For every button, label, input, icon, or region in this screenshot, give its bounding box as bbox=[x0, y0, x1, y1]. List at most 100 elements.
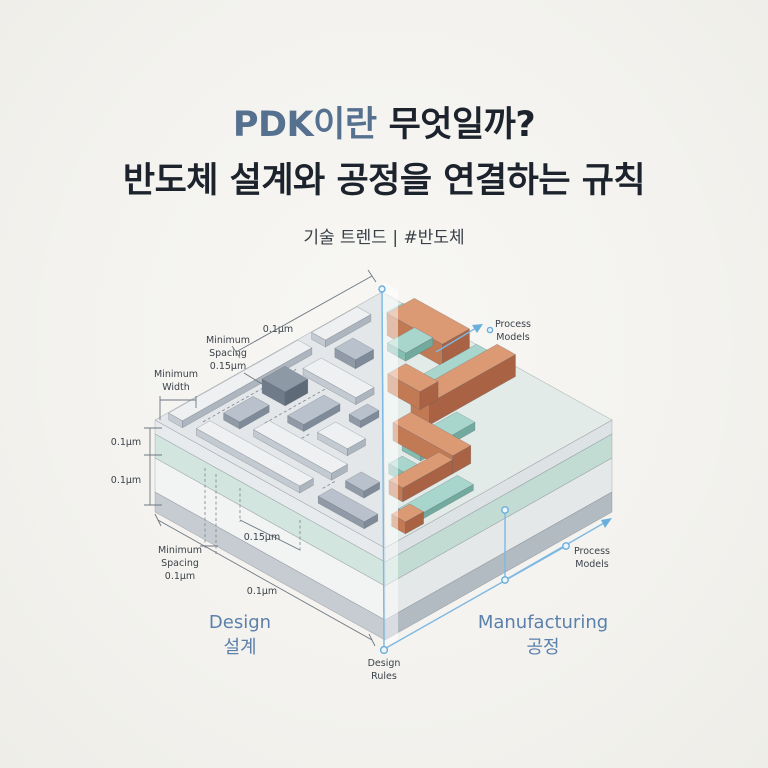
page-subtitle: 반도체 설계와 공정을 연결하는 규칙 bbox=[122, 161, 646, 201]
process-dot bbox=[501, 576, 509, 584]
metal-line-front bbox=[428, 354, 516, 426]
design-pad-front bbox=[363, 481, 381, 499]
design-rules-line-2: Rules bbox=[371, 671, 397, 682]
min-spacing-bottom-value: 0.1μm bbox=[165, 571, 195, 582]
left-dimension-lower-label: 0.1μm bbox=[111, 475, 141, 486]
manufacturing-label-ko: 공정 bbox=[526, 637, 559, 658]
divider-top-dot bbox=[378, 285, 386, 293]
process-models-right-line-1: Process bbox=[574, 546, 610, 557]
design-cell-front bbox=[284, 378, 309, 407]
design-rule-guide bbox=[264, 386, 329, 424]
min-spacing-top-label-line-1: Minimum bbox=[206, 335, 250, 346]
manufacturing-label-en: Manufacturing bbox=[478, 612, 608, 633]
design-pad-front bbox=[347, 438, 366, 457]
process-models-top-arrowhead bbox=[472, 324, 483, 333]
design-pad-top bbox=[223, 396, 270, 423]
title-highlight: PDK이란 bbox=[232, 105, 377, 145]
design-wire-front bbox=[303, 403, 341, 432]
design-pad-top bbox=[334, 337, 374, 361]
design-wire bbox=[168, 339, 313, 429]
design-wire bbox=[287, 394, 341, 432]
design-wire-top bbox=[302, 357, 375, 398]
divider-plane bbox=[383, 282, 398, 648]
divider-line bbox=[381, 287, 385, 649]
design-cell-top bbox=[261, 365, 309, 393]
metal-line-front bbox=[402, 459, 454, 503]
process-models-top-line-2: Models bbox=[496, 332, 530, 343]
metal-line-top bbox=[388, 451, 454, 489]
top-width-tick bbox=[367, 269, 377, 283]
design-wire-front bbox=[331, 463, 348, 481]
design-wire bbox=[196, 420, 314, 494]
design-pad bbox=[348, 403, 380, 429]
design-wire-top bbox=[168, 339, 313, 422]
page-title-line-1: PDK이란 무엇일까? bbox=[0, 102, 768, 148]
top-width-dimension-line bbox=[235, 275, 373, 353]
process-guide-line bbox=[385, 545, 567, 649]
left-dimension-upper-label: 0.1μm bbox=[111, 437, 141, 448]
process-models-top-dot bbox=[486, 326, 494, 334]
design-wire bbox=[253, 420, 348, 481]
process-models-right-line-2: Models bbox=[575, 559, 609, 570]
chip-slab bbox=[154, 291, 613, 641]
top-width-label: 0.1μm bbox=[263, 324, 293, 335]
bottom-width-tick bbox=[154, 513, 162, 527]
design-pad-front bbox=[355, 349, 374, 370]
design-pad bbox=[317, 421, 366, 457]
process-dot bbox=[501, 506, 509, 514]
design-wire bbox=[311, 306, 372, 348]
design-wire-top bbox=[253, 420, 348, 474]
design-wire-front bbox=[299, 477, 314, 494]
design-pad bbox=[345, 471, 381, 499]
design-pad bbox=[223, 396, 270, 430]
title-rest: 무엇일까? bbox=[388, 105, 536, 145]
bottom-width-tick bbox=[368, 633, 376, 647]
min-width-label-line-1: Minimum bbox=[154, 369, 198, 380]
design-rules-dot bbox=[379, 645, 389, 655]
metal-line-top bbox=[391, 503, 424, 523]
diffusion-region-front bbox=[405, 337, 434, 362]
design-rules-line-1: Design bbox=[368, 658, 401, 669]
metal-line bbox=[388, 451, 454, 503]
design-wire-top bbox=[287, 394, 341, 425]
design-pad-top bbox=[345, 471, 381, 492]
design-pad bbox=[334, 337, 374, 370]
design-rule-guide bbox=[322, 480, 337, 489]
design-pad-front bbox=[360, 410, 380, 429]
min-spacing-top-label-line-2: Spacing bbox=[209, 348, 247, 359]
design-wire-top bbox=[311, 306, 372, 341]
design-pad-top bbox=[348, 403, 380, 422]
bottom-width-label: 0.1μm bbox=[247, 586, 277, 597]
design-label-ko: 설계 bbox=[223, 637, 256, 658]
min-spacing-top-leader bbox=[243, 372, 263, 385]
min-width-label-line-2: Width bbox=[162, 382, 190, 393]
min-spacing-bottom-label-line-1: Minimum bbox=[158, 545, 202, 556]
process-arrowhead bbox=[601, 518, 612, 528]
metal-line-top bbox=[387, 363, 439, 393]
bottom-width-dimension-line bbox=[157, 519, 373, 641]
process-dot bbox=[562, 542, 570, 550]
design-wire-top bbox=[196, 420, 314, 487]
mid-spacing-label: 0.15μm bbox=[244, 532, 280, 543]
min-spacing-top-value: 0.15μm bbox=[210, 361, 246, 372]
diffusion-region-top bbox=[386, 327, 434, 354]
layout-blocks bbox=[168, 297, 516, 535]
min-spacing-bottom-label-line-2: Spacing bbox=[161, 558, 199, 569]
top-width-tick bbox=[231, 345, 241, 359]
metal-line-front bbox=[405, 511, 424, 535]
mid-spacing-dimension-line bbox=[239, 519, 301, 551]
design-wire-top bbox=[317, 488, 379, 523]
process-models-top-arrow bbox=[435, 327, 477, 353]
design-wire bbox=[302, 357, 375, 405]
design-pad-top bbox=[317, 421, 366, 450]
design-label-en: Design bbox=[209, 612, 271, 633]
process-arrow-line bbox=[504, 522, 605, 581]
design-wire-front bbox=[182, 347, 313, 429]
design-cell bbox=[261, 365, 309, 407]
design-wire bbox=[317, 488, 379, 530]
category-tagline: 기술 트렌드 | #반도체 bbox=[303, 228, 465, 248]
process-models-top-line-1: Process bbox=[495, 319, 531, 330]
metal-line-top bbox=[392, 411, 472, 457]
design-pad-front bbox=[239, 404, 270, 430]
